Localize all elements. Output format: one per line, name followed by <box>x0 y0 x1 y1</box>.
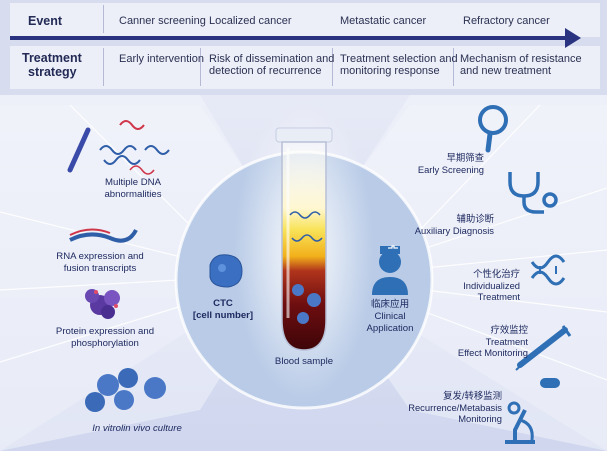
event-refractory-cancer: Refractory cancer <box>463 15 550 27</box>
strategy-row <box>10 46 600 89</box>
clinical-en-line2: Application <box>366 323 414 334</box>
timeline-arrow-line <box>10 36 568 40</box>
strategy-early-intervention: Early intervention <box>119 53 204 65</box>
ctc-cell-icon <box>209 254 243 288</box>
individualized-cn: 个性化治疗 <box>473 268 520 279</box>
event-metastatic-cancer: Metastatic cancer <box>340 15 427 27</box>
auxiliary-diagnosis-en: Auxiliary Diagnosis <box>414 224 494 236</box>
strategy-treatment-line2: monitoring response <box>340 65 440 77</box>
microscope-icon <box>505 401 535 444</box>
ctc-subtitle: [cell number] <box>192 310 254 321</box>
auxiliary-diagnosis-cn: 辅助诊断 <box>456 213 494 224</box>
auxiliary-diagnosis-label: 辅助诊断 Auxiliary Diagnosis <box>400 213 494 236</box>
individualized-treatment-label: 个性化治疗 Individualized Treatment <box>430 268 520 303</box>
early-screening-label: 早期筛查 Early Screening <box>388 152 484 175</box>
recurrence-en-line1: Recurrence/Metabasis <box>408 401 502 413</box>
individualized-en-line1: Individualized <box>463 279 520 291</box>
dna-label-line2: abnormalities <box>104 189 162 200</box>
strategy-treatment-line1: Treatment selection and <box>340 53 458 65</box>
treatment-monitoring-cn: 疗效监控 <box>490 324 528 335</box>
treatment-monitoring-label: 疗效监控 Treatment Effect Monitoring <box>425 324 528 359</box>
protein-icon <box>85 289 120 319</box>
early-screening-cn: 早期筛查 <box>446 152 484 163</box>
dna-abnormalities-label: Multiple DNA abnormalities <box>78 177 188 201</box>
protein-label-line2: phosphorylation <box>71 338 139 349</box>
recurrence-en-line2: Monitoring <box>458 413 502 424</box>
clinical-en-line1: Clinical <box>374 311 406 322</box>
stethoscope-icon <box>508 172 558 214</box>
ctc-title: CTC <box>213 298 233 309</box>
culture-label: In vitrolin vivo culture <box>92 423 182 434</box>
dna-icon <box>530 254 566 286</box>
recurrence-cn: 复发/转移监测 <box>443 390 502 401</box>
treatment-monitoring-en-line2: Effect Monitoring <box>457 347 528 358</box>
individualized-en-line2: Treatment <box>477 291 520 302</box>
doctor-icon <box>372 245 408 295</box>
protein-label-line1: Protein expression and <box>55 326 155 337</box>
recurrence-monitoring-label: 复发/转移监测 Recurrence/Metabasis Monitoring <box>392 390 502 425</box>
early-screening-en: Early Screening <box>417 163 484 175</box>
cell-culture-icon <box>85 368 166 412</box>
protein-expression-label: Protein expression and phosphorylation <box>40 326 170 350</box>
event-row <box>10 3 600 37</box>
clinical-cn: 临床应用 <box>370 299 410 310</box>
syringe-icon <box>515 325 572 388</box>
rna-label-line1: RNA expression and <box>56 251 144 262</box>
test-tube-icon <box>275 127 333 351</box>
strategy-risk-line1: Risk of dissemination and <box>209 53 335 65</box>
magnifier-icon <box>478 105 508 153</box>
event-canner-screening: Canner screening <box>119 15 206 27</box>
rna-strand-icon <box>69 228 138 243</box>
rna-expression-label: RNA expression and fusion transcripts <box>40 251 160 275</box>
blood-sample-label: Blood sample <box>274 356 334 367</box>
strategy-label-line2: strategy <box>28 65 77 79</box>
clinical-application-label: 临床应用 Clinical Application <box>358 299 422 335</box>
treatment-monitoring-en-line1: Treatment <box>485 335 528 347</box>
strategy-risk-line2: detection of recurrence <box>209 65 322 77</box>
timeline-arrowhead-icon <box>565 28 581 48</box>
dna-strands-icon <box>67 120 170 175</box>
rna-label-line2: fusion transcripts <box>63 263 137 274</box>
strategy-label-line1: Treatment <box>22 51 82 65</box>
dna-label-line1: Multiple DNA <box>105 177 161 188</box>
strategy-resistance-line2: and new treatment <box>460 65 552 77</box>
strategy-resistance-line1: Mechanism of resistance <box>460 53 582 65</box>
event-label: Event <box>28 14 63 28</box>
event-localized-cancer: Localized cancer <box>209 15 292 27</box>
